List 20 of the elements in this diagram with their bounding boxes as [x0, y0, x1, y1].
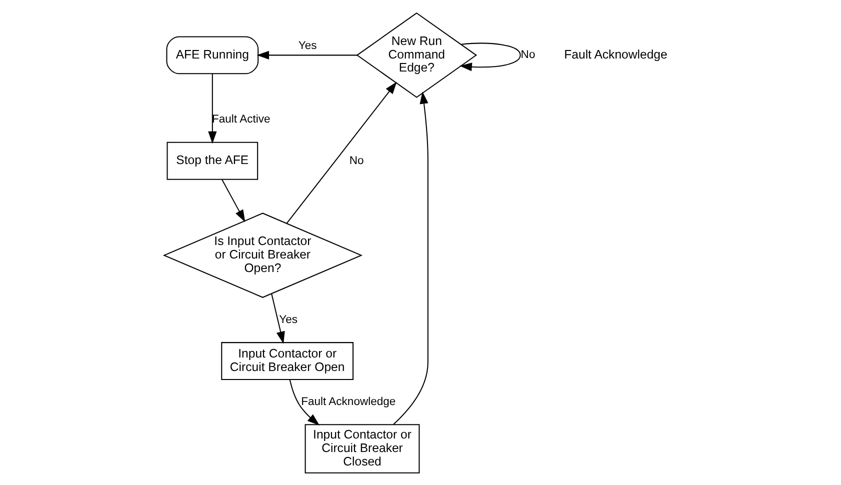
node-diamond: Is Input Contactor or Circuit Breaker Open?: [162, 212, 363, 298]
label: Fault Acknowledge: [564, 46, 668, 61]
node-box: Input Contactor or Circuit Breaker Open: [221, 342, 354, 380]
arrow: [393, 91, 428, 424]
edge-label: No: [349, 154, 364, 166]
arrow: [286, 81, 397, 224]
edge-label: No: [520, 48, 536, 61]
node-box: Stop the AFE: [166, 141, 258, 180]
arrow: [222, 178, 246, 222]
arrow: [289, 379, 320, 426]
edge-label: Yes: [279, 313, 298, 326]
node-diamond: New Run Command Edge?: [356, 12, 478, 98]
arrow: [271, 293, 285, 344]
node-box: Input Contactor or Circuit Breaker Closed: [304, 424, 420, 473]
edge-label: Yes: [298, 39, 317, 52]
node-box: AFE Running: [166, 36, 259, 74]
edge-label: Fault Acknowledge: [301, 395, 396, 408]
arrow: [256, 50, 357, 59]
arrow: [460, 42, 521, 71]
arrow: [208, 73, 217, 144]
